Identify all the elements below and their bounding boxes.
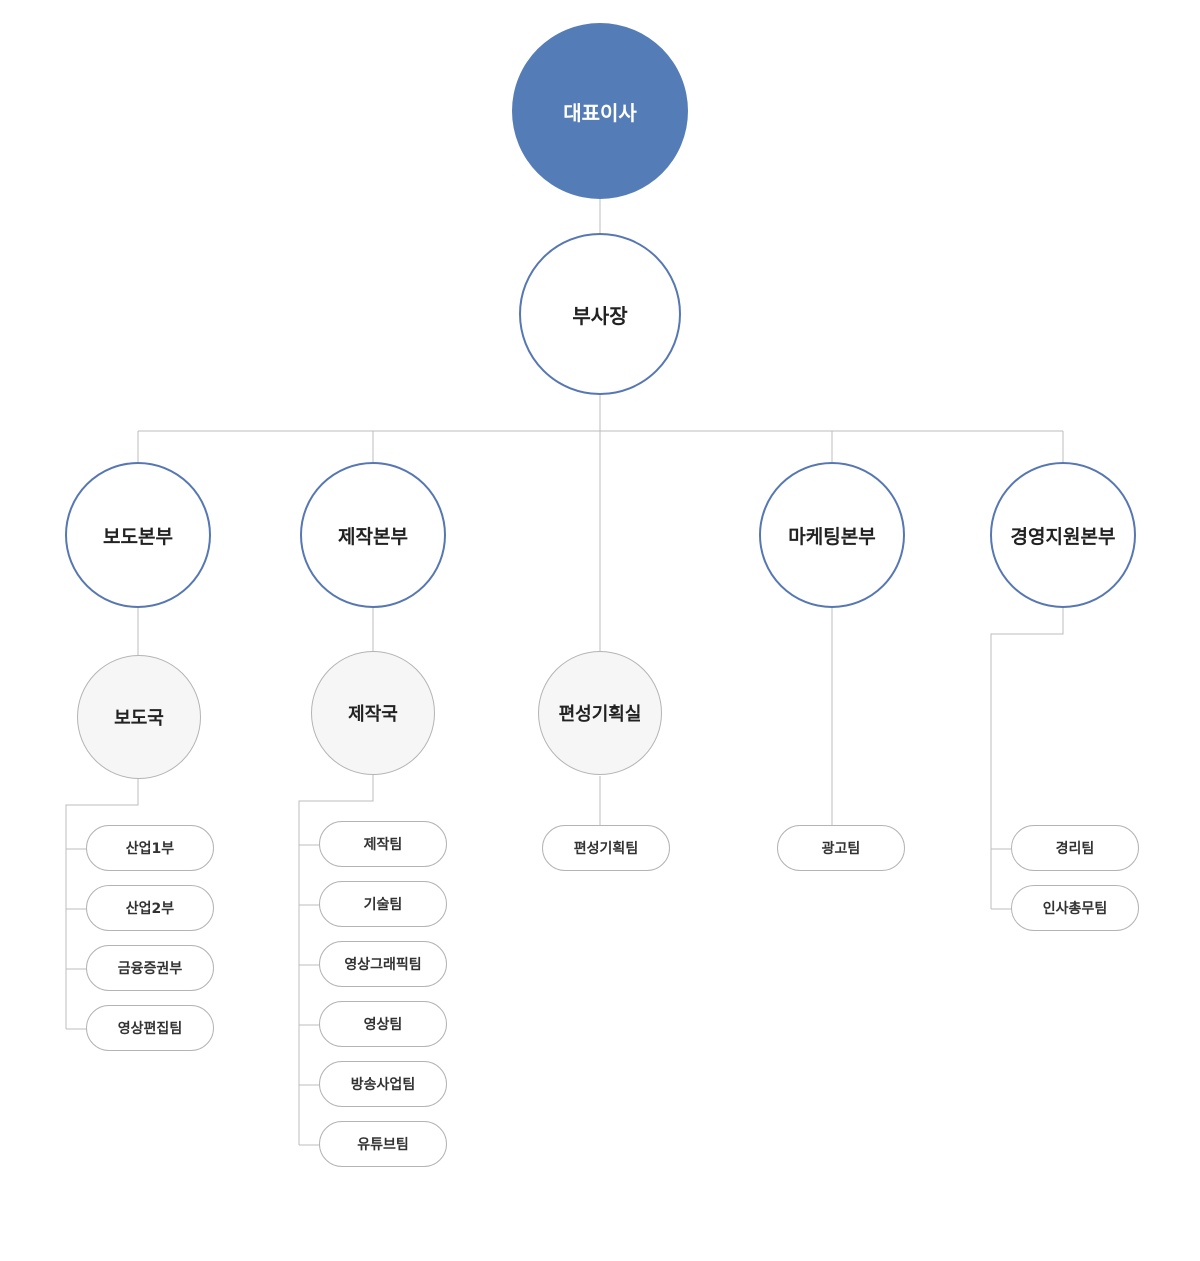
hq-production-node: 제작본부 <box>300 462 446 608</box>
vp-node: 부사장 <box>519 233 681 395</box>
dept-news-label: 보도국 <box>114 708 164 729</box>
team-node: 금융증권부 <box>86 945 214 991</box>
team-node: 영상그래픽팀 <box>319 941 447 987</box>
team-label: 편성기획팀 <box>573 841 639 857</box>
team-node: 경리팀 <box>1011 825 1139 871</box>
team-node: 방송사업팀 <box>319 1061 447 1107</box>
dept-production-label: 제작국 <box>348 704 398 725</box>
team-label: 경리팀 <box>1055 841 1095 857</box>
dept-production-node: 제작국 <box>311 651 435 775</box>
dept-planning-node: 편성기획실 <box>538 651 662 775</box>
team-label: 방송사업팀 <box>350 1077 416 1093</box>
hq-marketing-node: 마케팅본부 <box>759 462 905 608</box>
team-label: 유튜브팀 <box>357 1137 409 1153</box>
team-label: 제작팀 <box>363 837 403 853</box>
team-node: 영상팀 <box>319 1001 447 1047</box>
team-label: 산업1부 <box>125 841 175 857</box>
team-node: 기술팀 <box>319 881 447 927</box>
dept-news-node: 보도국 <box>77 655 201 779</box>
hq-news-label: 보도본부 <box>103 525 173 548</box>
ceo-node: 대표이사 <box>512 23 688 199</box>
hq-news-node: 보도본부 <box>65 462 211 608</box>
team-label: 금융증권부 <box>117 961 183 977</box>
team-label: 인사총무팀 <box>1042 901 1108 917</box>
team-node: 광고팀 <box>777 825 905 871</box>
team-node: 산업2부 <box>86 885 214 931</box>
team-node: 산업1부 <box>86 825 214 871</box>
team-label: 영상팀 <box>363 1017 403 1033</box>
team-node: 제작팀 <box>319 821 447 867</box>
team-label: 기술팀 <box>363 897 403 913</box>
hq-production-label: 제작본부 <box>338 525 408 548</box>
hq-management-label: 경영지원본부 <box>1010 525 1116 548</box>
team-node: 인사총무팀 <box>1011 885 1139 931</box>
team-label: 산업2부 <box>125 901 175 917</box>
dept-planning-label: 편성기획실 <box>558 704 642 725</box>
team-node: 영상편집팀 <box>86 1005 214 1051</box>
team-label: 영상그래픽팀 <box>344 957 422 973</box>
team-label: 영상편집팀 <box>117 1021 183 1037</box>
team-node: 편성기획팀 <box>542 825 670 871</box>
vp-label: 부사장 <box>572 303 628 328</box>
team-node: 유튜브팀 <box>319 1121 447 1167</box>
hq-marketing-label: 마케팅본부 <box>788 525 876 548</box>
team-label: 광고팀 <box>821 841 861 857</box>
hq-management-node: 경영지원본부 <box>990 462 1136 608</box>
ceo-label: 대표이사 <box>563 100 637 125</box>
